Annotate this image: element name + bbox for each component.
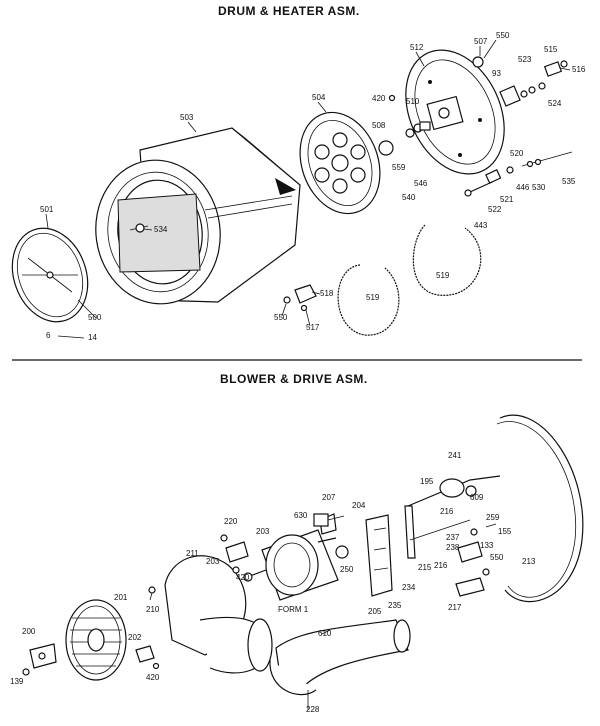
switch-parts-216: [455, 523, 497, 597]
callout-512: 512: [410, 43, 424, 52]
bearing-parts: [378, 56, 568, 156]
callout-508: 508: [372, 121, 386, 130]
belt-519a: [337, 264, 400, 336]
callout-550c: 550: [490, 553, 504, 562]
callout-630: 630: [294, 511, 308, 520]
callout-220: 220: [224, 517, 238, 526]
callout-519a: 519: [436, 271, 450, 280]
callout-559: 559: [392, 163, 406, 172]
blower-housing-211: [164, 555, 273, 674]
callout-139: 139: [10, 677, 24, 686]
callout-501: 501: [40, 205, 54, 214]
callout-550b: 550: [274, 313, 288, 322]
callout-546: 546: [414, 179, 428, 188]
callout-530: 530: [532, 183, 546, 192]
callout-234: 234: [402, 583, 416, 592]
callout-195: 195: [420, 477, 434, 486]
drum-503: [95, 127, 301, 305]
callout-238: 238: [446, 543, 460, 552]
motor-630: [243, 513, 349, 601]
callout-420c: 420: [146, 673, 160, 682]
callout-609: 609: [470, 493, 484, 502]
callout-203a: 203: [256, 527, 270, 536]
callout-216b: 216: [434, 561, 448, 570]
callout-503: 503: [180, 113, 194, 122]
callout-6: 6: [46, 331, 51, 340]
callout-534: 534: [154, 225, 168, 234]
blower-wheel-201: [65, 599, 127, 681]
callout-515: 515: [544, 45, 558, 54]
callout-211: 211: [186, 549, 199, 558]
bracket-518: [283, 284, 317, 312]
rear-bulkhead-504: [299, 111, 381, 215]
blower-drive-title: BLOWER & DRIVE ASM.: [220, 372, 368, 386]
callout-155: 155: [498, 527, 512, 536]
callout-200: 200: [22, 627, 36, 636]
callout-235: 235: [388, 601, 402, 610]
callout-510: 510: [406, 97, 420, 106]
callout-237: 237: [446, 533, 460, 542]
blower-parts-200: [22, 643, 57, 676]
callout-518: 518: [320, 289, 334, 298]
heater-housing-512: [405, 49, 505, 175]
blower-clip-202: [135, 645, 160, 670]
callout-213: 213: [522, 557, 536, 566]
callout-420b: 420: [236, 573, 250, 582]
leader-lines: [45, 39, 571, 710]
callout-524: 524: [548, 99, 562, 108]
callout-520: 520: [510, 149, 524, 158]
callout-215: 215: [418, 563, 432, 572]
callout-204: 204: [352, 501, 366, 510]
callout-443: 443: [474, 221, 488, 230]
exhaust-duct-228: [269, 619, 411, 696]
callout-202: 202: [128, 633, 142, 642]
callout-217: 217: [448, 603, 462, 612]
drive-belt-213: [496, 414, 584, 603]
motor-mount-205: [365, 514, 393, 597]
drum-heater-title: DRUM & HEATER ASM.: [218, 4, 360, 18]
callout-241: 241: [448, 451, 462, 460]
callout-216a: 216: [440, 507, 454, 516]
callout-133: 133: [480, 541, 494, 550]
callout-504: 504: [312, 93, 326, 102]
belt-519b: [412, 224, 482, 296]
idler-arm: [404, 475, 501, 559]
callout-form1: FORM 1: [278, 605, 309, 614]
callout-250: 250: [340, 565, 354, 574]
callout-201: 201: [114, 593, 128, 602]
callout-507: 507: [474, 37, 488, 46]
callout-203b: 203: [206, 557, 220, 566]
callout-522: 522: [488, 205, 502, 214]
callout-205: 205: [368, 607, 382, 616]
bolt-210: [148, 586, 156, 601]
callout-521: 521: [500, 195, 514, 204]
callout-93: 93: [492, 69, 501, 78]
callout-446: 446: [516, 183, 530, 192]
callout-550a: 550: [496, 31, 510, 40]
bracket-203: [220, 534, 249, 574]
callout-207: 207: [322, 493, 336, 502]
callout-259: 259: [486, 513, 500, 522]
callout-535: 535: [562, 177, 576, 186]
callout-517: 517: [306, 323, 320, 332]
callout-610: 610: [318, 629, 332, 638]
front-seal-501: [11, 227, 89, 323]
callout-516: 516: [572, 65, 586, 74]
callout-420a: 420: [372, 94, 386, 103]
callout-14: 14: [88, 333, 97, 342]
callout-210: 210: [146, 605, 160, 614]
callout-540: 540: [402, 193, 416, 202]
switch-207: [313, 513, 345, 527]
callout-523: 523: [518, 55, 532, 64]
callout-519b: 519: [366, 293, 380, 302]
heater-element-parts: [464, 151, 573, 197]
callout-228: 228: [306, 705, 320, 714]
